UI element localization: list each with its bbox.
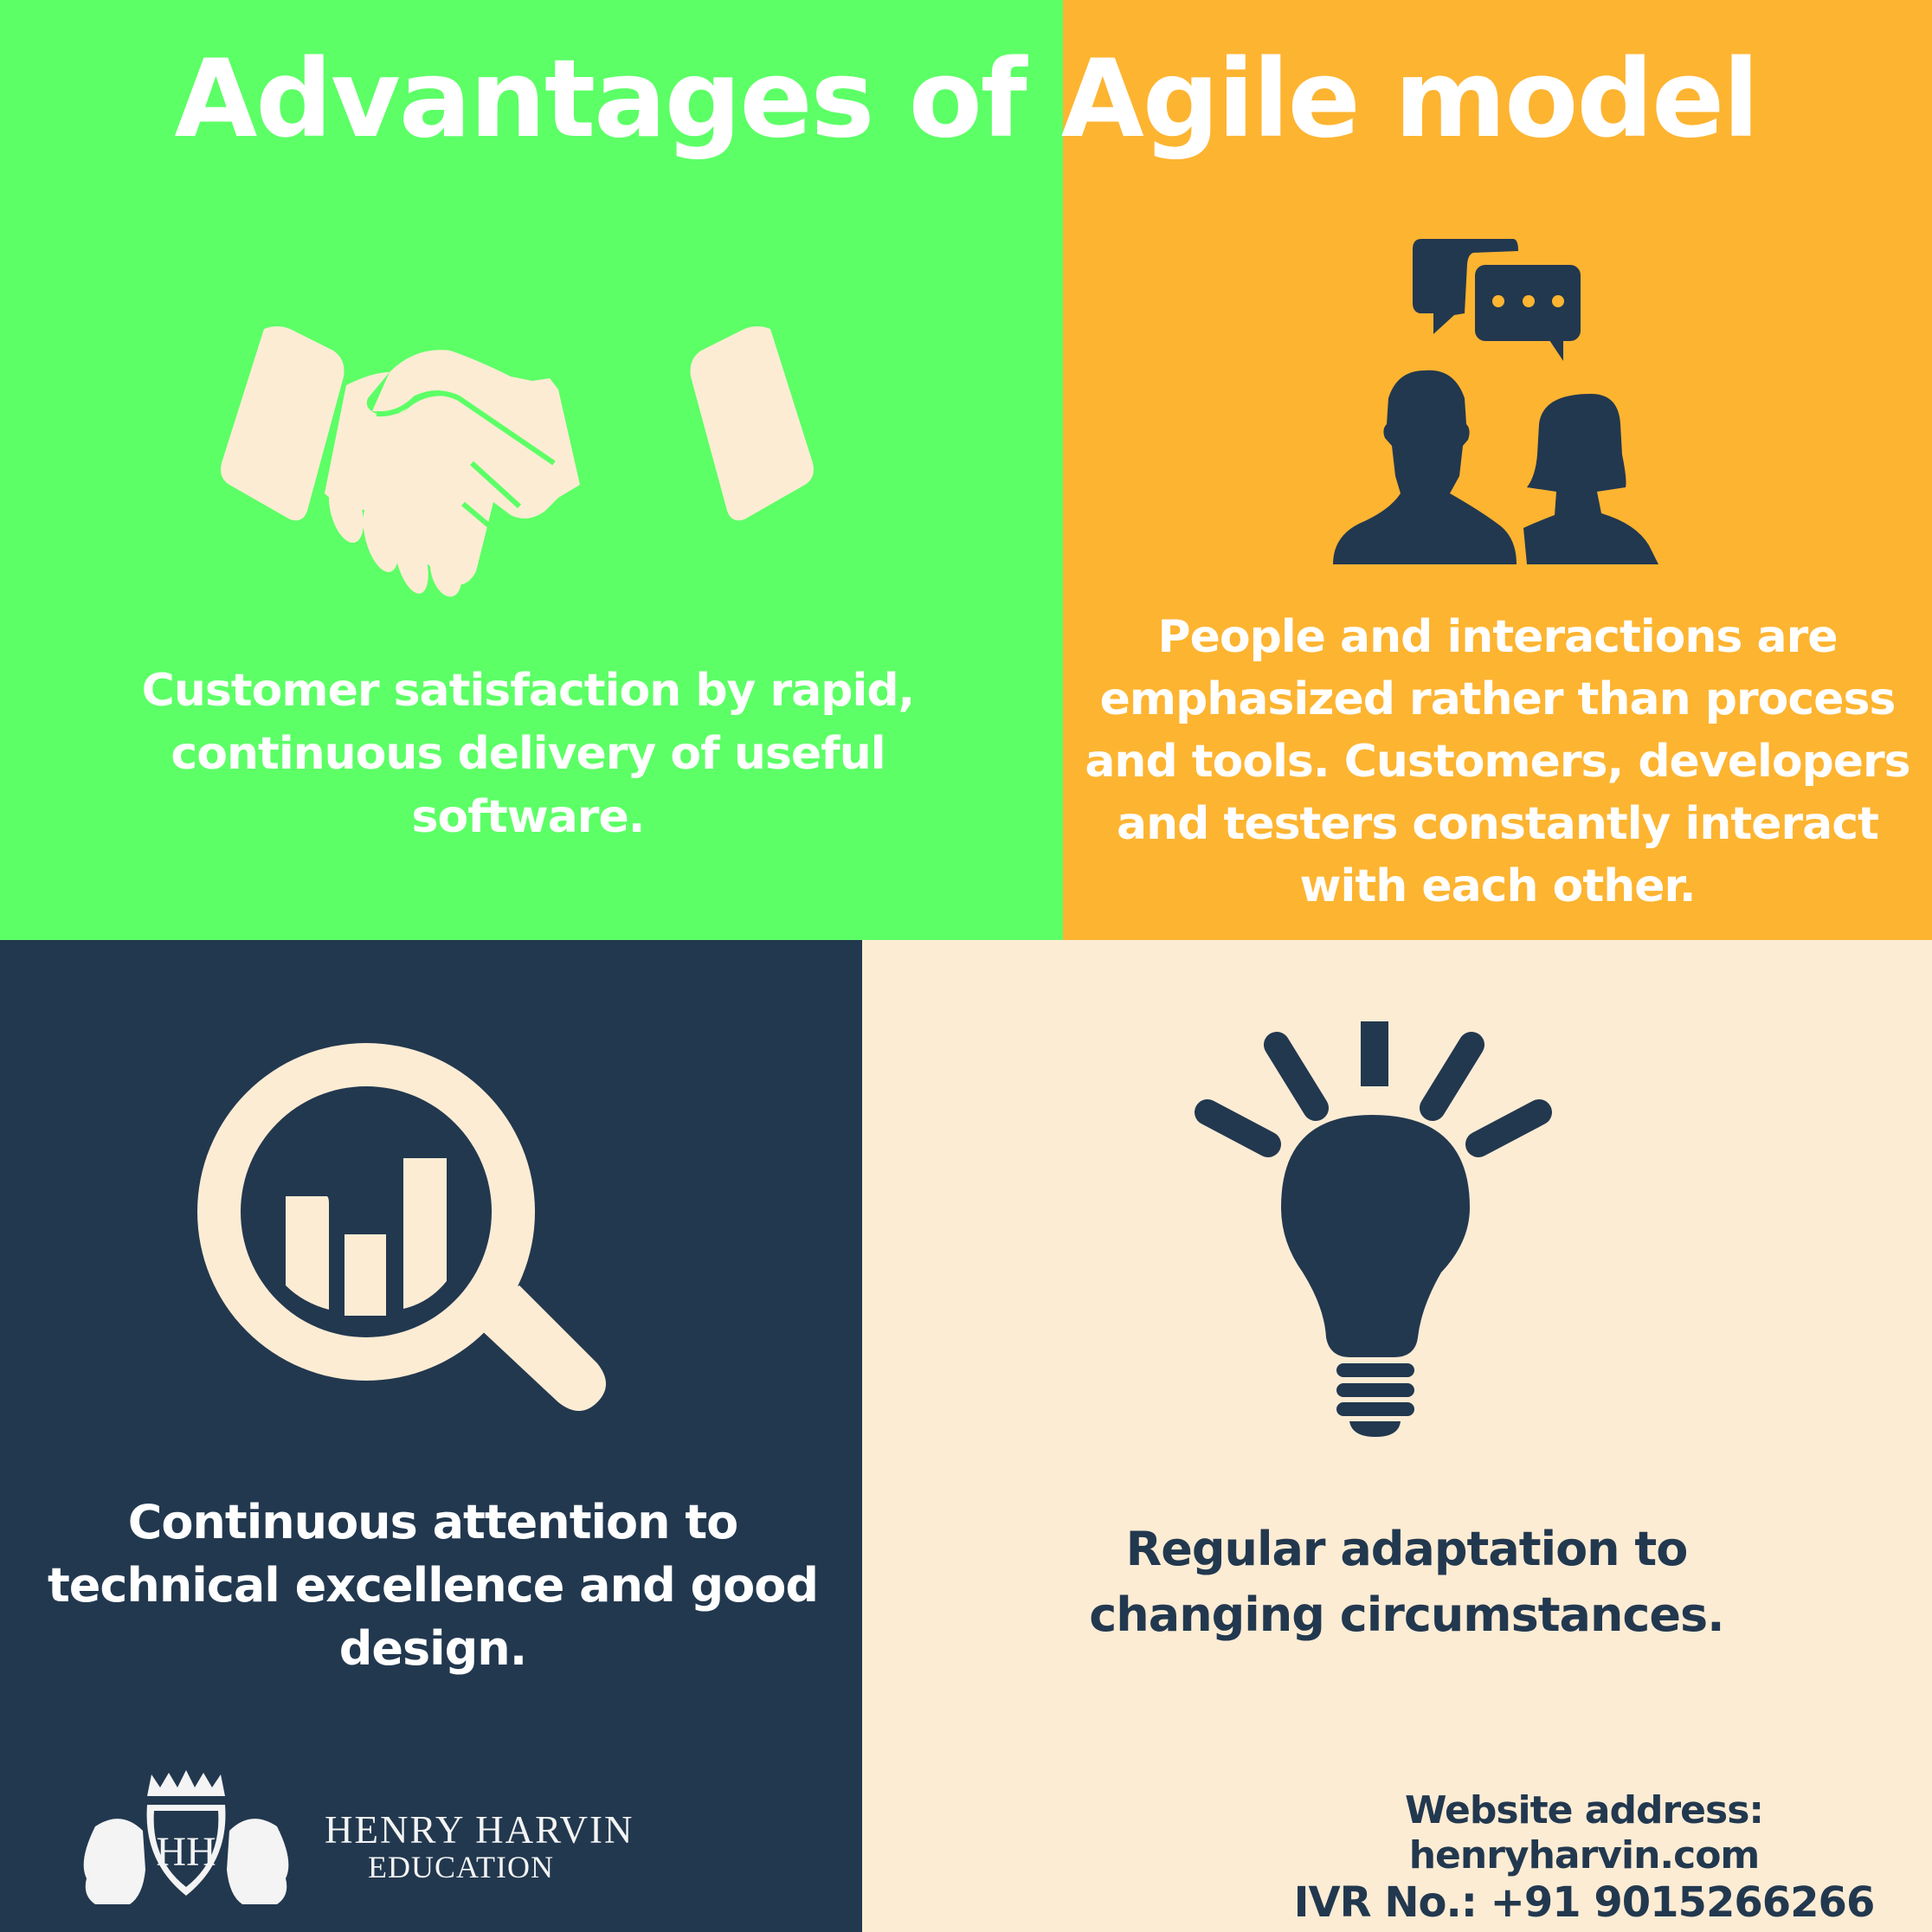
contact-info: Website address: henryharvin.com IVR No.… <box>1246 1788 1922 1927</box>
brand-subtitle: EDUCATION <box>368 1850 554 1884</box>
quadrant-people-interactions <box>1063 0 1932 940</box>
lightbulb-icon <box>1195 1021 1552 1437</box>
quadrant-adaptation <box>862 940 1932 1932</box>
magnifier-chart-icon <box>197 1043 606 1411</box>
crest-icon: HH <box>83 1770 289 1904</box>
caption-adaptation: Regular adaptation to changing circumsta… <box>1089 1522 1724 1642</box>
website-address: Website address: henryharvin.com <box>1405 1788 1764 1877</box>
brand-logo: HH HENRY HARVIN EDUCATION <box>61 1766 649 1922</box>
ivr-number: IVR No.: +91 9015266266 <box>1293 1878 1876 1927</box>
caption-people-interactions: People and interactions are emphasized r… <box>1085 611 1910 912</box>
svg-text:HH: HH <box>156 1829 216 1875</box>
brand-name: HENRY HARVIN <box>325 1808 634 1852</box>
caption-technical-excellence: Continuous attention to technical excell… <box>47 1495 819 1676</box>
people-chat-icon <box>1333 239 1658 564</box>
handshake-icon <box>221 326 814 597</box>
page-title: Advantages of Agile model <box>174 37 1759 162</box>
caption-customer-satisfaction: Customer satisfaction by rapid, continuo… <box>141 665 916 843</box>
